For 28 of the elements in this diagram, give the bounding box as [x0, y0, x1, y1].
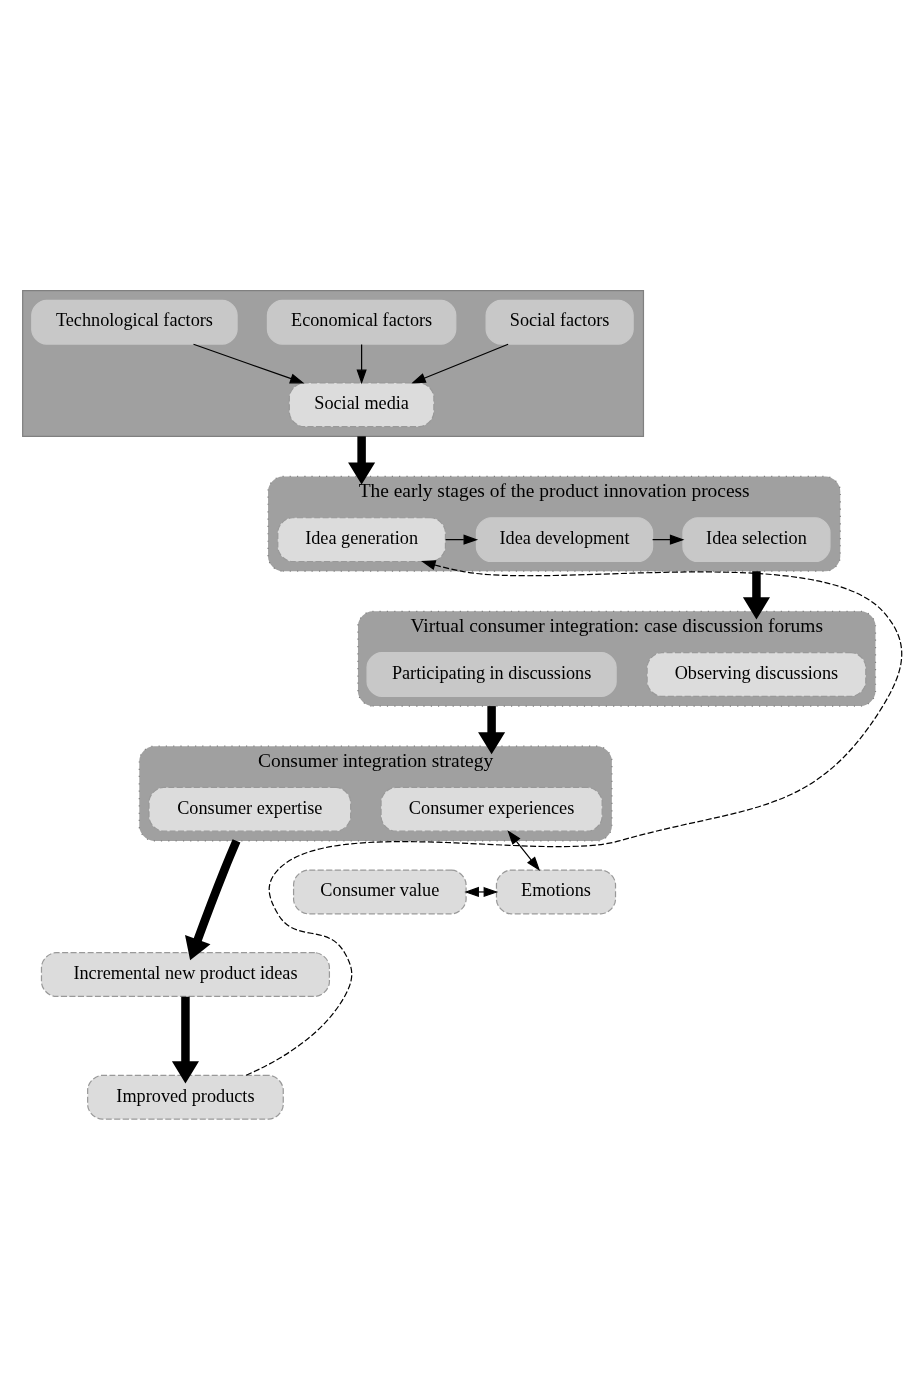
node-box: Emotions	[495, 869, 617, 915]
node-box: Idea generation	[277, 517, 447, 563]
arrow	[464, 886, 499, 898]
arrow	[445, 534, 479, 545]
arrow	[507, 830, 541, 871]
node-box: Social media	[288, 382, 435, 428]
node-box: Incremental new product ideas	[40, 952, 330, 998]
node-box: Consumer expertise	[148, 786, 352, 832]
arrow	[192, 343, 305, 384]
arrow	[742, 571, 770, 620]
node-box: Technological factors	[31, 299, 238, 345]
node-box: Economical factors	[266, 299, 457, 345]
arrow	[185, 839, 241, 961]
arrow	[411, 343, 509, 384]
node-box: Observing discussions	[646, 652, 867, 697]
node-box: Idea development	[475, 517, 654, 563]
cluster	[22, 289, 645, 437]
node-box: Participating in discussions	[366, 652, 617, 697]
node-box: Consumer value	[292, 869, 467, 915]
arrow	[478, 706, 506, 755]
arrow	[245, 560, 903, 1076]
arrow	[356, 343, 367, 385]
node-box: Improved products	[87, 1074, 284, 1120]
arrow	[348, 436, 376, 485]
arrow	[171, 996, 199, 1084]
node-box: Social factors	[485, 299, 634, 345]
node-box: Idea selection	[682, 517, 831, 563]
node-box: Consumer experiences	[380, 786, 603, 832]
